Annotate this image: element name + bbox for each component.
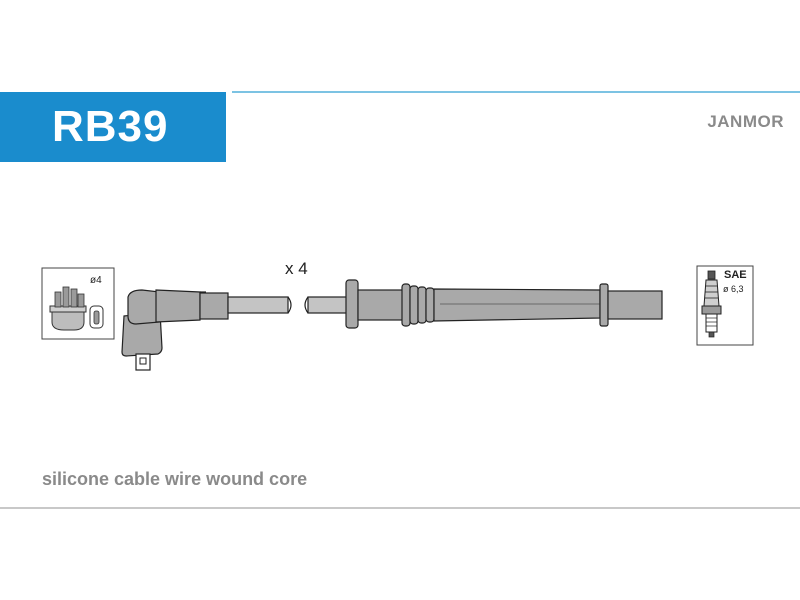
distributor-boot — [121, 289, 229, 371]
spark-plug-standard-label: SAE — [724, 269, 747, 281]
product-code-box — [0, 92, 226, 162]
distributor-diameter-label: ø4 — [90, 275, 102, 286]
header-rule — [232, 91, 800, 93]
quantity-label: x 4 — [285, 259, 308, 278]
brand-name: JANMOR — [707, 112, 784, 131]
ignition-cable-diagram: ø4 x 4 — [41, 259, 754, 371]
cable-segment-left — [227, 296, 292, 314]
spark-plug-boot — [345, 279, 663, 329]
product-code: RB39 — [52, 102, 169, 151]
spark-plug-icon — [696, 265, 754, 346]
footer-rule — [0, 507, 800, 509]
cable-segment-right — [304, 296, 351, 314]
cable-description: silicone cable wire wound core — [42, 469, 308, 489]
spark-plug-diameter-label: ø 6,3 — [723, 284, 744, 294]
distributor-cap-icon — [41, 267, 115, 340]
